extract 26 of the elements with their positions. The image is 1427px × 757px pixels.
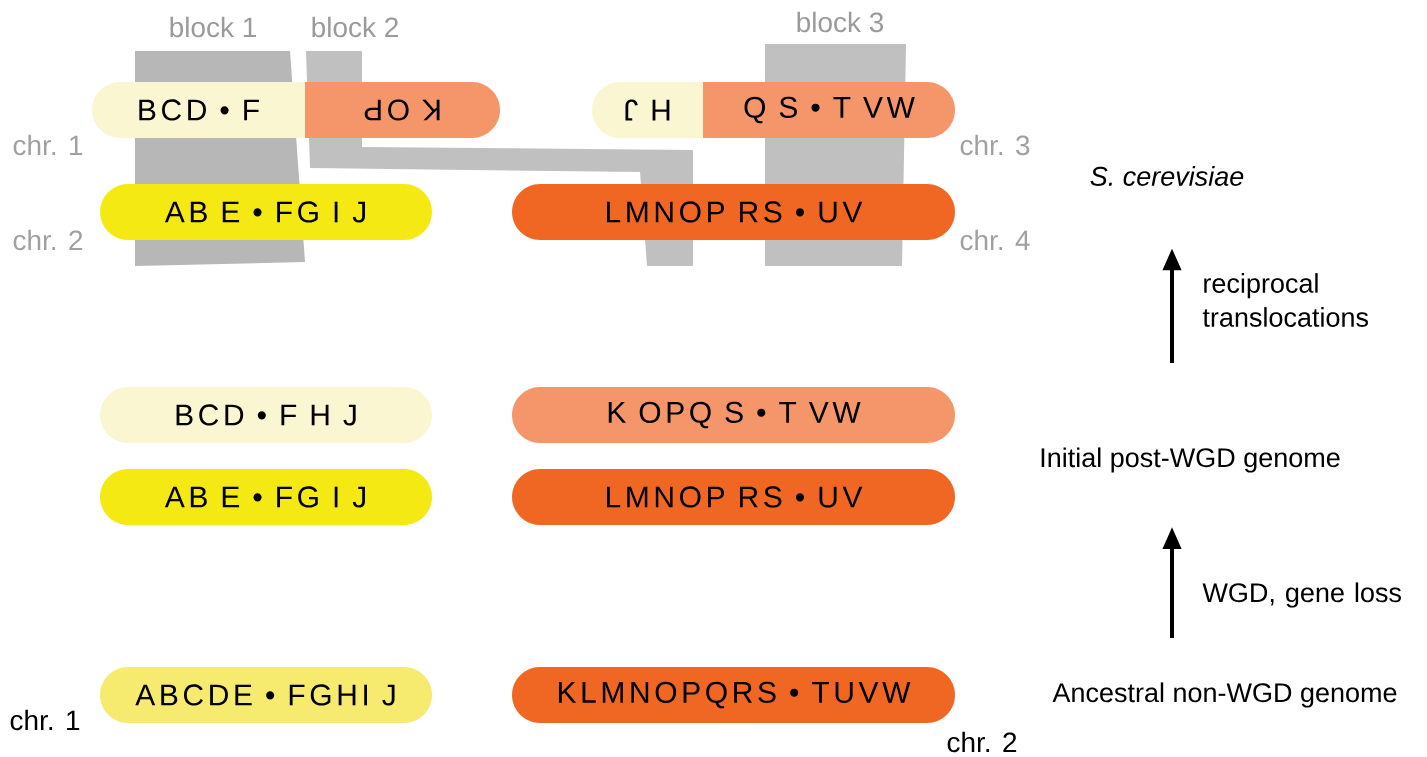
chromosome-label: chr. 1 <box>13 134 83 156</box>
chromosome-bar: BCD • F H J <box>100 387 432 443</box>
node-label: block 1 <box>170 16 256 38</box>
edge-label: reciprocal translocations <box>1202 273 1368 327</box>
edge-label: WGD, gene loss <box>1202 582 1401 608</box>
node-label: block 3 <box>797 11 884 33</box>
chromosome-label: chr. 1 <box>10 709 80 731</box>
chromosome-bar: LMNOP RS • UV <box>512 469 955 525</box>
chromosome-bar: KLMNOPQRS • TUVW <box>512 667 955 723</box>
chromosome-bar: H J <box>592 82 703 138</box>
chromosome-bar: ABCDE • FGHI J <box>100 667 432 723</box>
stage-label: Initial post-WGD genome <box>1041 447 1340 473</box>
chromosome-label: chr. 2 <box>947 731 1017 753</box>
chromosome-label: chr. 2 <box>13 229 83 251</box>
node-label: block 2 <box>312 16 398 38</box>
chromosome-bar: K OPQ S • T VW <box>512 387 955 443</box>
chromosome-bar: Q S • T VW <box>703 82 955 138</box>
chromosome-bar: AB E • FG I J <box>100 184 432 240</box>
chromosome-label: chr. 4 <box>960 229 1030 251</box>
chromosome-bar: AB E • FG I J <box>100 469 432 525</box>
stage-label: S. cerevisiae <box>1090 166 1244 186</box>
chromosome-bar: K OP <box>305 82 500 138</box>
stage-label: Ancestral non-WGD genome <box>1052 682 1397 708</box>
chromosome-label: chr. 3 <box>960 134 1030 156</box>
chromosome-bar: LMNOP RS • UV <box>512 184 955 240</box>
chromosome-bar: BCD • F <box>92 82 305 138</box>
